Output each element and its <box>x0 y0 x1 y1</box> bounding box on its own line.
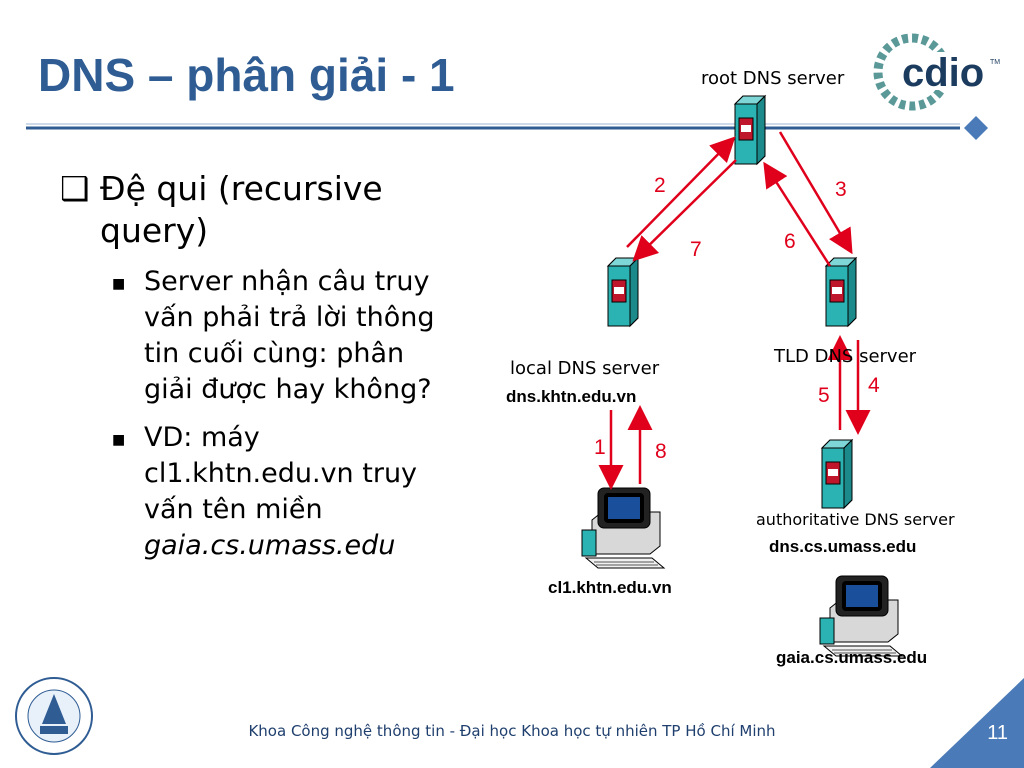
auth-server-icon <box>821 439 853 509</box>
footer-text: Khoa Công nghệ thông tin - Đại học Khoa … <box>248 722 776 740</box>
header-bar <box>26 116 988 140</box>
page-title: DNS – phân giải - 1 <box>38 49 455 101</box>
university-logo <box>15 677 93 755</box>
step-8-label: 8 <box>655 440 667 463</box>
client-computer-icon <box>581 487 665 569</box>
sub-bullet-1: ■ Server nhận câu truy vấn phải trả lời … <box>112 264 460 408</box>
local-server-name: dns.khtn.edu.vn <box>506 387 637 406</box>
local-server-icon <box>607 257 639 327</box>
tld-server-label: TLD DNS server <box>774 346 917 367</box>
step-1-label: 1 <box>594 436 606 459</box>
auth-server-name: dns.cs.umass.edu <box>769 537 917 556</box>
target-name: gaia.cs.umass.edu <box>776 648 928 667</box>
step-7-label: 7 <box>690 238 702 261</box>
svg-text:TM: TM <box>990 59 1000 66</box>
step-5-label: 5 <box>818 384 830 407</box>
target-computer-icon <box>819 575 903 657</box>
root-server-icon <box>734 95 766 165</box>
square-bullet-icon: ■ <box>112 432 126 448</box>
tld-server-icon <box>825 257 857 327</box>
step-6-label: 6 <box>784 230 796 253</box>
local-server-label: local DNS server <box>510 358 660 379</box>
svg-text:cdio: cdio <box>902 51 984 95</box>
cdio-logo: cdio TM <box>873 33 1000 111</box>
square-bullet-icon: ■ <box>112 276 126 292</box>
checkbox-bullet-icon: ❑ <box>60 169 90 208</box>
step-2-label: 2 <box>654 174 666 197</box>
page-corner <box>930 678 1024 768</box>
bullet-list: ❑ Đệ qui (recursive query) ■ Server nhận… <box>60 168 460 564</box>
main-bullet: ❑ Đệ qui (recursive query) <box>60 169 383 250</box>
auth-server-label: authoritative DNS server <box>756 510 955 529</box>
arrows <box>598 131 871 490</box>
root-server-label: root DNS server <box>701 68 845 89</box>
step-3-label: 3 <box>835 178 847 201</box>
sub-bullet-2: ■ VD: máy cl1.khtn.edu.vn truy vấn tên m… <box>112 420 460 564</box>
step-4-label: 4 <box>868 374 880 397</box>
client-name: cl1.khtn.edu.vn <box>548 578 672 597</box>
page-number: 11 <box>987 722 1008 744</box>
